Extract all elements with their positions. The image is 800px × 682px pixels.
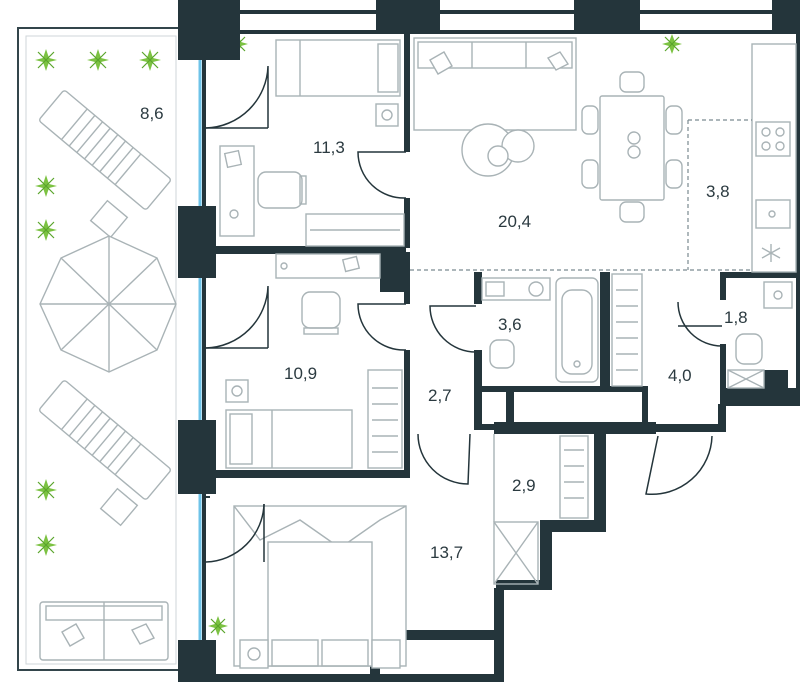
terrace [17, 27, 180, 671]
plant-icon [35, 49, 57, 71]
terrace-sofa [39, 601, 169, 661]
area-label-hallway: 2,7 [428, 386, 452, 405]
sun-lounger-bottom [39, 380, 171, 500]
side-table-bottom [99, 487, 139, 527]
plant-icon [35, 175, 57, 197]
plant-icon [87, 49, 109, 71]
bathroom-furniture [481, 273, 643, 387]
plant-icon [662, 34, 682, 54]
area-label-closet: 2,9 [512, 476, 536, 495]
plant-icon [208, 616, 228, 636]
bedroom-2-furniture [225, 253, 403, 469]
area-label-living-room: 20,4 [498, 212, 531, 231]
area-label-bathroom: 3,6 [498, 315, 522, 334]
plant-icon [35, 479, 57, 501]
plant-icons [35, 34, 682, 636]
area-label-toilet: 1,8 [724, 308, 748, 327]
area-label-terrace: 8,6 [140, 104, 164, 123]
area-label-bedroom-2: 10,9 [284, 364, 317, 383]
closet-furniture [493, 434, 589, 585]
plant-icon [139, 49, 161, 71]
walls [178, 0, 800, 682]
bedroom-3-furniture [233, 505, 407, 669]
plant-icon [35, 219, 57, 241]
area-labels: 8,6 11,3 20,4 3,8 10,9 3,6 2,7 1,8 4,0 2… [140, 104, 748, 562]
area-label-entrance-hall: 4,0 [668, 366, 692, 385]
area-label-kitchen: 3,8 [706, 182, 730, 201]
side-table-top [89, 199, 129, 239]
kitchen-furniture [410, 43, 797, 273]
parasol [39, 235, 177, 373]
bedroom-1-furniture [219, 39, 405, 247]
plant-icon [35, 534, 57, 556]
area-label-bedroom-1: 11,3 [313, 138, 345, 157]
doors [205, 65, 723, 563]
sun-lounger-top [39, 90, 171, 210]
toilet-furniture [727, 281, 793, 389]
area-label-bedroom-3: 13,7 [430, 543, 463, 562]
living-room-furniture [413, 37, 683, 223]
